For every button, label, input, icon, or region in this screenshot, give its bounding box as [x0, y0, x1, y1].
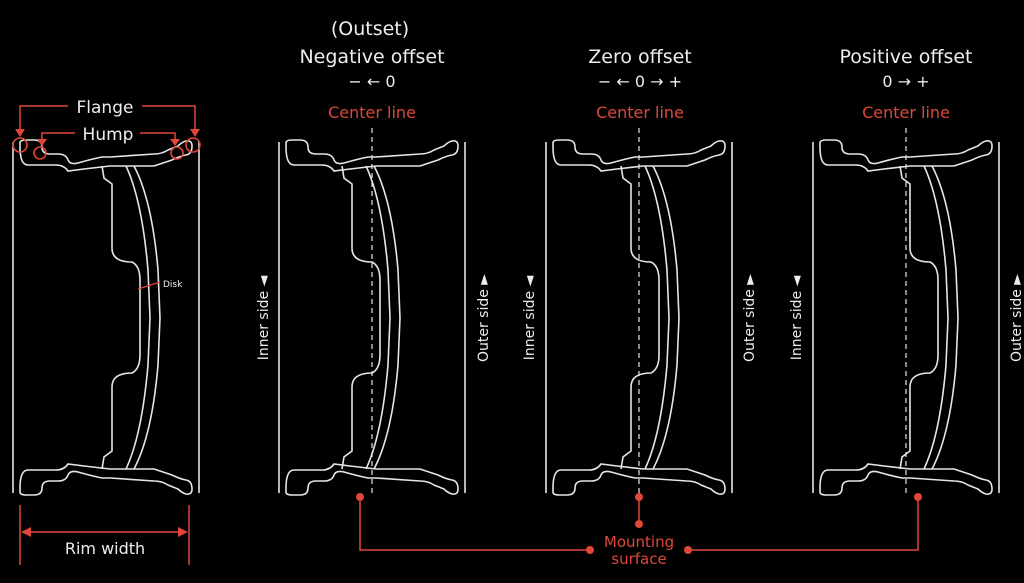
mounting-surface-label-line1: Mounting — [604, 533, 674, 551]
mounting-connector-right-end — [684, 546, 692, 554]
panel-title: Negative offset — [299, 46, 444, 68]
panel-title: Zero offset — [588, 46, 692, 68]
panel-negative-offset: (Outset) Negative offset − ← 0 Center li… — [256, 18, 492, 501]
center-line-label: Center line — [328, 103, 416, 122]
flange-marker-right — [186, 138, 200, 152]
anatomy-rim: Flange Hump Disk Rim width — [13, 98, 200, 565]
inner-side-label: Inner side ◄ — [522, 275, 538, 360]
flange-label: Flange — [77, 98, 134, 118]
center-line-label: Center line — [596, 103, 684, 122]
hump-arrowhead-left — [37, 139, 47, 146]
rim-disk — [621, 166, 679, 469]
rim-width-arrowhead-right — [178, 527, 188, 537]
panel-positive-offset: Positive offset 0 → + Center line Inner … — [789, 46, 1024, 501]
inner-side-label: Inner side ◄ — [256, 275, 272, 360]
anatomy-rim-shell — [13, 140, 199, 495]
panel-zero-offset: Zero offset − ← 0 → + Center line Inner … — [522, 46, 758, 501]
flange-arrowhead-left — [15, 129, 25, 137]
mounting-connector-right — [690, 497, 918, 550]
anatomy-rim-disk — [102, 166, 160, 469]
hump-label: Hump — [83, 125, 134, 145]
panel-title: Positive offset — [839, 46, 972, 68]
offset-scale: 0 → + — [882, 72, 929, 91]
rim-width-arrowhead-left — [21, 527, 31, 537]
flange-arrowhead-right — [190, 129, 200, 137]
mounting-connector-left — [360, 497, 588, 550]
mounting-surface-label-line2: surface — [611, 550, 666, 568]
rim-disk — [900, 166, 958, 469]
rim-disk — [342, 166, 400, 469]
outer-side-label: Outer side ► — [1009, 274, 1024, 362]
offset-scale: − ← 0 → + — [598, 72, 682, 91]
mounting-surface-callout: Mounting surface — [360, 497, 918, 568]
offset-scale: − ← 0 — [348, 72, 395, 91]
rim-width-label: Rim width — [65, 539, 145, 558]
disk-label: Disk — [163, 280, 183, 290]
center-line-label: Center line — [862, 103, 950, 122]
outset-label: (Outset) — [331, 18, 409, 40]
outer-side-label: Outer side ► — [476, 274, 492, 362]
outer-side-label: Outer side ► — [742, 274, 758, 362]
mounting-connector-left-end — [586, 546, 594, 554]
mounting-connector-center-end — [635, 520, 643, 528]
inner-side-label: Inner side ◄ — [789, 275, 805, 360]
